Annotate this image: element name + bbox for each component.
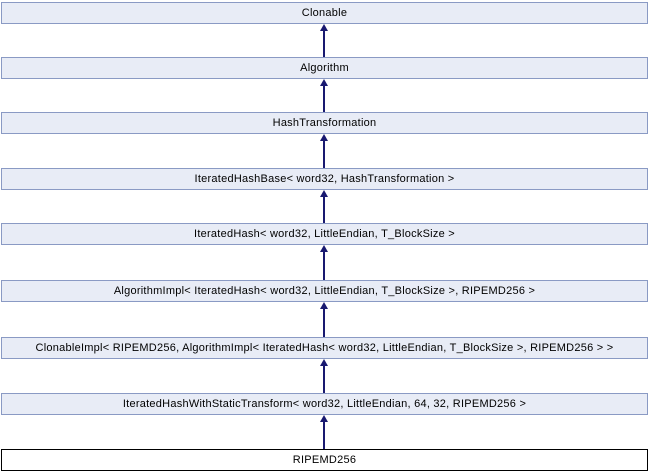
inheritance-arrowhead	[320, 359, 328, 366]
class-node-label: IteratedHashBase< word32, HashTransforma…	[194, 173, 455, 185]
inheritance-arrowhead	[320, 190, 328, 197]
inheritance-arrow-line	[323, 307, 325, 337]
class-node-label: HashTransformation	[272, 117, 377, 129]
class-node-ripemd256: RIPEMD256	[1, 449, 648, 471]
class-node-clonable[interactable]: Clonable	[1, 2, 648, 24]
inheritance-arrowhead	[320, 415, 328, 422]
class-node-clonableimpl[interactable]: ClonableImpl< RIPEMD256, AlgorithmImpl< …	[1, 337, 648, 359]
class-node-label: IteratedHashWithStaticTransform< word32,…	[122, 398, 527, 410]
class-node-label: Clonable	[301, 7, 348, 19]
inheritance-arrowhead	[320, 24, 328, 31]
class-node-algorithm[interactable]: Algorithm	[1, 57, 648, 79]
inheritance-arrowhead	[320, 302, 328, 309]
inheritance-arrow-line	[323, 420, 325, 449]
class-node-iteratedhashbase[interactable]: IteratedHashBase< word32, HashTransforma…	[1, 168, 648, 190]
class-node-label: Algorithm	[300, 62, 349, 74]
inheritance-arrowhead	[320, 134, 328, 141]
inheritance-arrow-line	[323, 139, 325, 168]
inheritance-arrow-line	[323, 364, 325, 393]
inheritance-arrow-line	[323, 250, 325, 280]
inheritance-arrow-line	[323, 195, 325, 223]
inheritance-arrowhead	[320, 79, 328, 86]
class-node-label: IteratedHash< word32, LittleEndian, T_Bl…	[194, 228, 455, 240]
inheritance-arrow-line	[323, 84, 325, 112]
class-node-iteratedhashwithstatictransform[interactable]: IteratedHashWithStaticTransform< word32,…	[1, 393, 648, 415]
inheritance-arrowhead	[320, 245, 328, 252]
class-node-iteratedhash[interactable]: IteratedHash< word32, LittleEndian, T_Bl…	[1, 223, 648, 245]
inheritance-arrow-line	[323, 29, 325, 57]
class-node-label: ClonableImpl< RIPEMD256, AlgorithmImpl< …	[35, 342, 614, 354]
class-node-hashtransformation[interactable]: HashTransformation	[1, 112, 648, 134]
class-node-algorithmimpl[interactable]: AlgorithmImpl< IteratedHash< word32, Lit…	[1, 280, 648, 302]
class-node-label: AlgorithmImpl< IteratedHash< word32, Lit…	[113, 285, 536, 297]
class-node-label: RIPEMD256	[292, 454, 357, 466]
